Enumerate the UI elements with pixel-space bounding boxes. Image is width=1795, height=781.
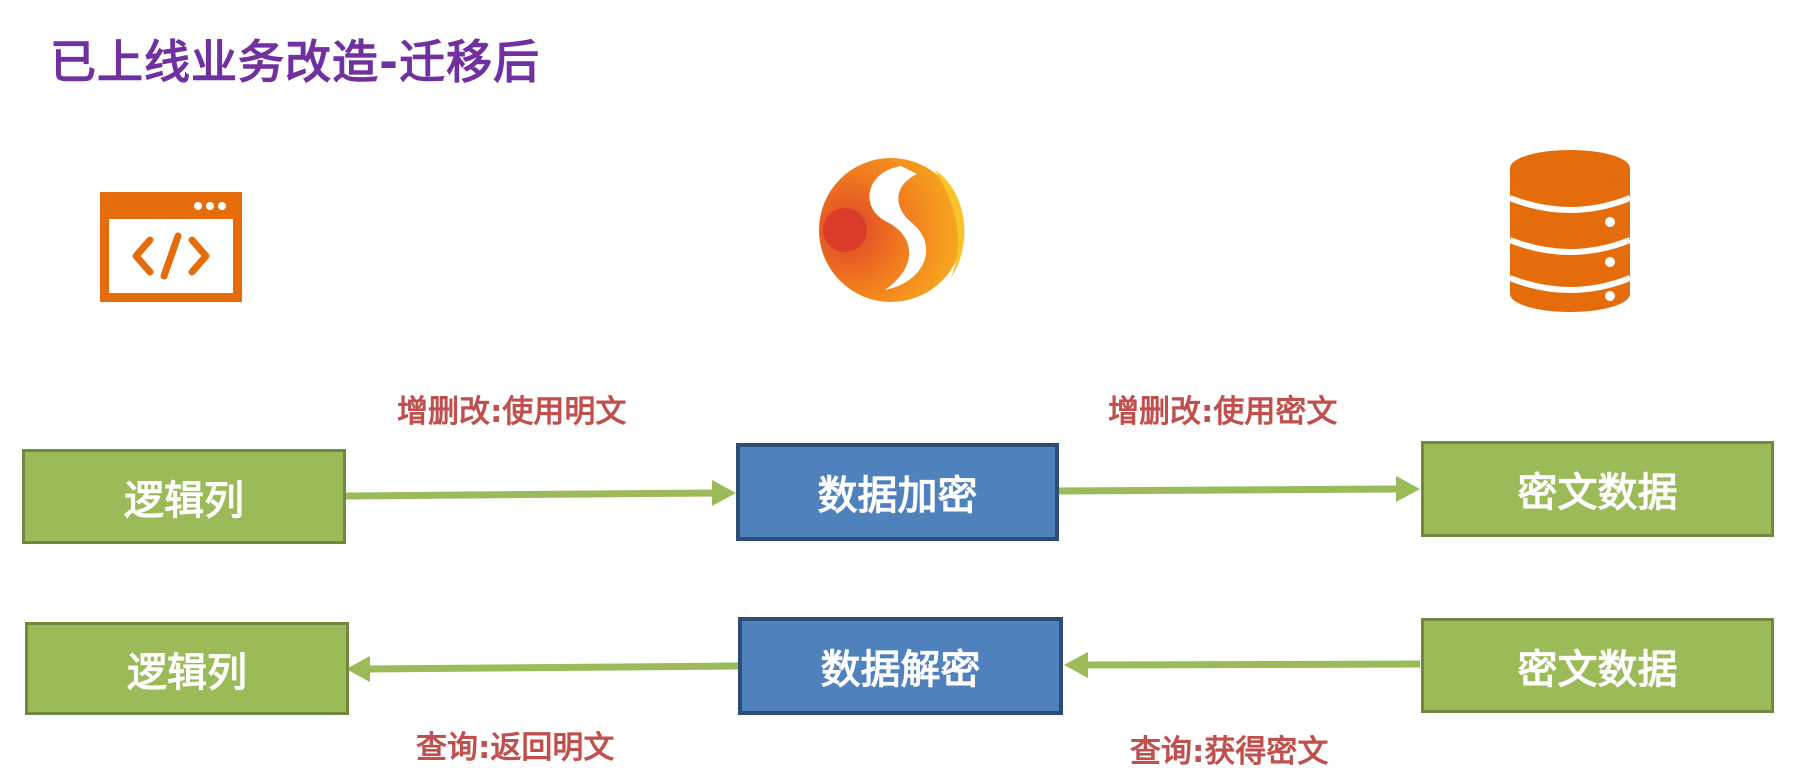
page-title: 已上线业务改造-迁移后 (50, 35, 541, 89)
label-write-plaintext: 增删改:使用明文 (397, 394, 627, 430)
arrow-cipher-to-decrypt (1085, 660, 1421, 669)
arrowhead-decrypt (1064, 652, 1088, 678)
cipher-data-box-top: 密文数据 (1421, 441, 1774, 537)
code-window-icon (100, 192, 242, 302)
logical-column-box-bottom: 逻辑列 (25, 622, 349, 715)
arrow-source-to-encrypt (344, 489, 715, 500)
arrow-decrypt-to-source (367, 662, 739, 673)
label-read-ciphertext: 查询:获得密文 (1130, 734, 1329, 770)
data-encrypt-box: 数据加密 (736, 443, 1059, 541)
logical-column-box-top: 逻辑列 (22, 449, 346, 544)
flame-logo-icon (819, 158, 965, 302)
label-read-plaintext: 查询:返回明文 (416, 730, 615, 766)
arrowhead-cipher (1396, 476, 1420, 502)
data-decrypt-box: 数据解密 (738, 617, 1063, 715)
database-icon (1510, 150, 1630, 312)
arrowhead-encrypt (712, 480, 736, 506)
arrow-encrypt-to-cipher (1057, 485, 1397, 495)
label-write-ciphertext: 增删改:使用密文 (1108, 394, 1338, 430)
cipher-data-box-bottom: 密文数据 (1421, 618, 1774, 713)
arrowhead-source (346, 656, 370, 682)
